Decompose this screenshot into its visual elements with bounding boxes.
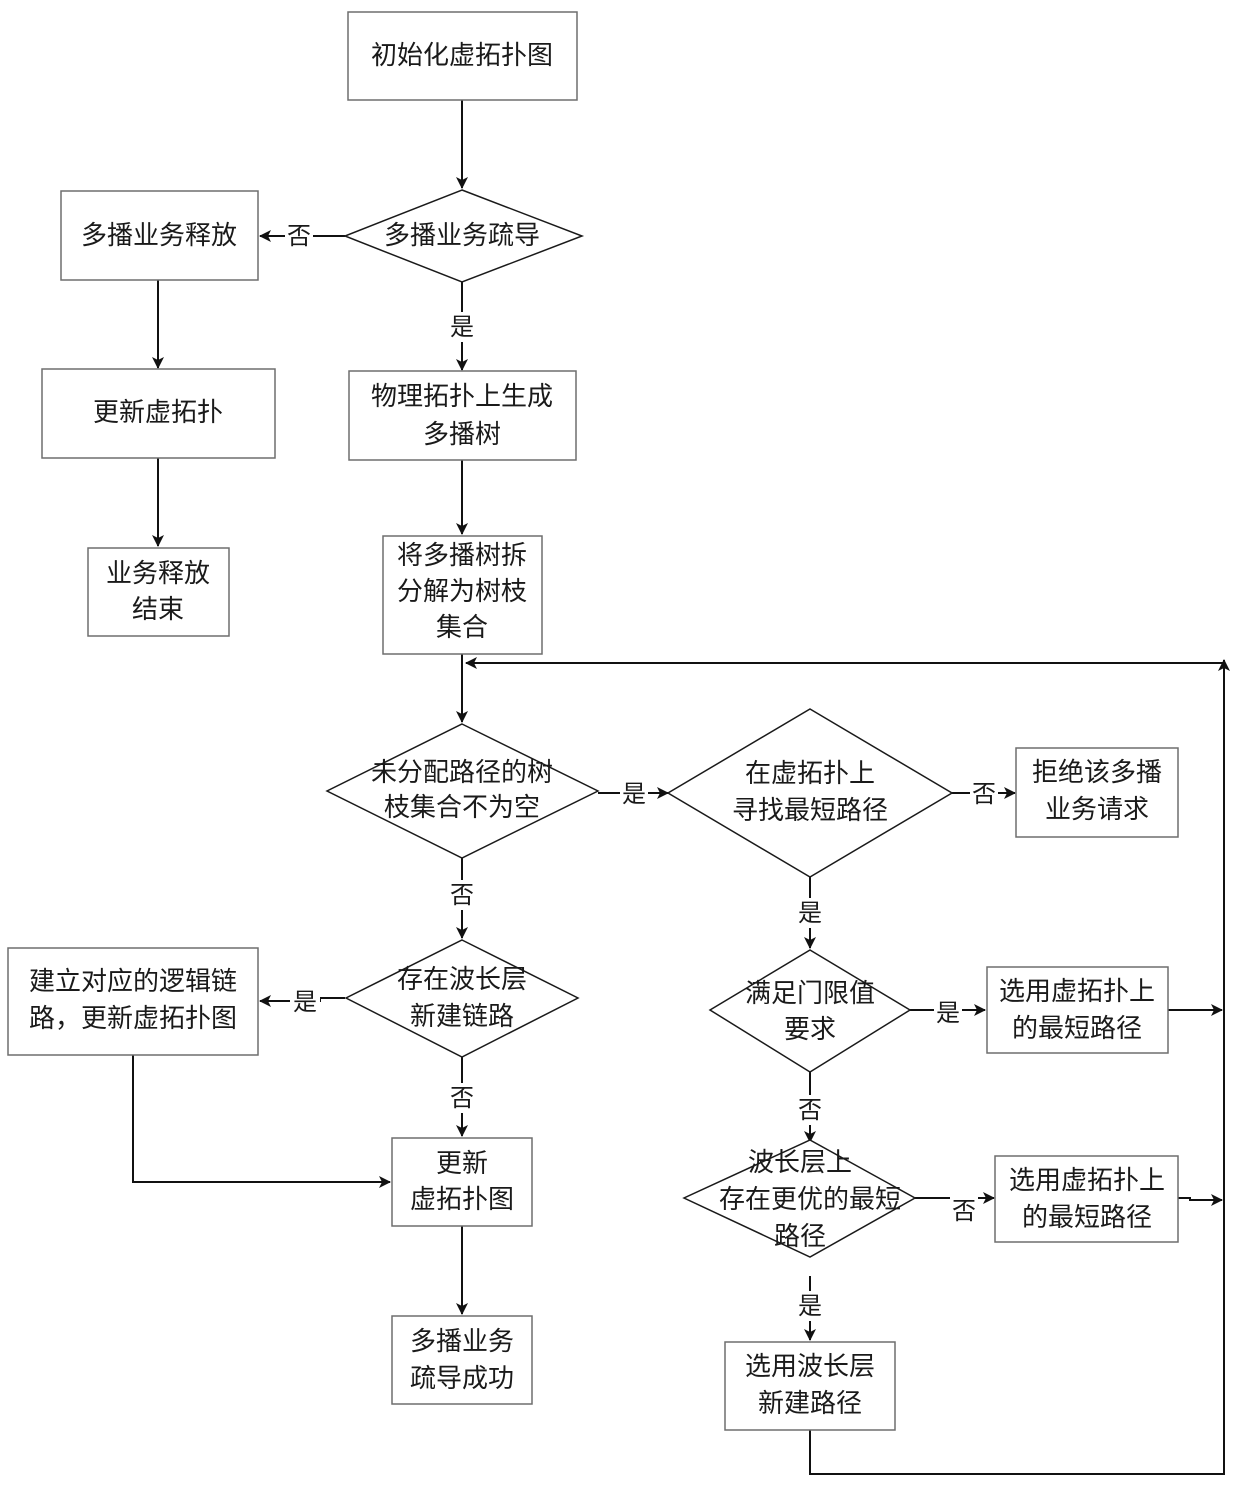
node-release: 多播业务释放 bbox=[60, 190, 259, 281]
node-use-wl-path: 选用波长层 新建路径 bbox=[724, 1341, 896, 1431]
label-yes: 是 bbox=[622, 780, 646, 808]
label-yes: 是 bbox=[450, 313, 474, 341]
node-text: 业务释放 bbox=[106, 559, 210, 589]
node-release-end: 业务释放 结束 bbox=[87, 547, 230, 637]
node-update-vt: 更新虚拓扑 bbox=[41, 368, 276, 459]
label-no: 否 bbox=[287, 222, 311, 250]
label-yes: 是 bbox=[293, 988, 317, 1016]
node-text: 选用虚拓扑上 bbox=[999, 977, 1155, 1007]
node-text: 初始化虚拓扑图 bbox=[371, 41, 553, 71]
node-text: 路，更新虚拓扑图 bbox=[29, 1004, 237, 1034]
edge-loop-return-up bbox=[809, 659, 1230, 1475]
node-text: 疏导成功 bbox=[410, 1364, 514, 1394]
node-text: 更新虚拓扑 bbox=[93, 398, 223, 428]
edge-labels: 否 是 是 否 否 是 否 是 是 否 否 是 bbox=[285, 222, 998, 1321]
decision-wl-better: 波长层上 存在更优的最短 路径 bbox=[682, 1139, 917, 1258]
label-yes: 是 bbox=[798, 1292, 822, 1320]
node-text: 多播业务释放 bbox=[81, 221, 237, 251]
node-text: 满足门限值 bbox=[745, 979, 875, 1009]
node-decompose: 将多播树拆 分解为树枝 集合 bbox=[382, 535, 543, 655]
node-text: 的最短路径 bbox=[1022, 1203, 1152, 1233]
node-text: 业务请求 bbox=[1045, 795, 1149, 825]
node-text: 建立对应的逻辑链 bbox=[29, 967, 237, 997]
node-text: 多播业务疏导 bbox=[384, 221, 540, 251]
node-text: 存在波长层 bbox=[397, 965, 527, 995]
node-text: 更新 bbox=[436, 1149, 488, 1179]
node-text: 路径 bbox=[774, 1222, 826, 1252]
label-yes: 是 bbox=[798, 899, 822, 927]
node-text: 将多播树拆 bbox=[397, 541, 527, 571]
node-text: 波长层上 bbox=[748, 1148, 852, 1178]
node-text: 寻找最短路径 bbox=[732, 796, 888, 826]
node-use-vt-path-1: 选用虚拓扑上 的最短路径 bbox=[986, 966, 1169, 1054]
node-update-vt-graph: 更新 虚拓扑图 bbox=[391, 1137, 533, 1227]
node-text: 的最短路径 bbox=[1012, 1014, 1142, 1044]
node-text: 新建链路 bbox=[410, 1002, 514, 1032]
node-text: 结束 bbox=[132, 595, 184, 625]
node-text: 多播业务 bbox=[410, 1327, 514, 1357]
label-no: 否 bbox=[798, 1096, 822, 1124]
node-text: 物理拓扑上生成 bbox=[371, 382, 553, 412]
label-no: 否 bbox=[450, 1084, 474, 1112]
label-yes: 是 bbox=[936, 999, 960, 1027]
node-text: 未分配路径的树 bbox=[371, 758, 553, 788]
node-text: 多播树 bbox=[423, 420, 501, 450]
decision-threshold: 满足门限值 要求 bbox=[708, 949, 912, 1073]
node-text: 要求 bbox=[784, 1015, 836, 1045]
node-text: 虚拓扑图 bbox=[410, 1185, 514, 1215]
label-no: 否 bbox=[450, 881, 474, 909]
node-text: 枝集合不为空 bbox=[384, 793, 540, 823]
connectors bbox=[132, 100, 1230, 1475]
node-text: 拒绝该多播 bbox=[1032, 758, 1162, 788]
decision-groom: 多播业务疏导 bbox=[342, 189, 585, 283]
node-text: 选用虚拓扑上 bbox=[1009, 1166, 1165, 1196]
node-reject: 拒绝该多播 业务请求 bbox=[1015, 747, 1179, 838]
node-text: 集合 bbox=[436, 613, 488, 643]
node-build-logical: 建立对应的逻辑链 路，更新虚拓扑图 bbox=[7, 947, 259, 1056]
node-text: 在虚拓扑上 bbox=[745, 759, 875, 789]
label-no: 否 bbox=[972, 780, 996, 808]
node-text: 存在更优的最短 bbox=[719, 1185, 901, 1215]
edge-build-to-update bbox=[132, 1055, 391, 1188]
node-success: 多播业务 疏导成功 bbox=[391, 1315, 533, 1405]
decision-wl-new-link: 存在波长层 新建链路 bbox=[344, 939, 580, 1058]
node-init: 初始化虚拓扑图 bbox=[347, 11, 578, 101]
label-no: 否 bbox=[952, 1197, 976, 1225]
node-text: 新建路径 bbox=[758, 1389, 862, 1419]
edge-usevt2-to-loop bbox=[1178, 1194, 1223, 1206]
decision-branches-nonempty: 未分配路径的树 枝集合不为空 bbox=[325, 723, 600, 859]
node-text: 选用波长层 bbox=[745, 1352, 875, 1382]
node-gen-tree: 物理拓扑上生成 多播树 bbox=[348, 370, 577, 461]
decision-find-shortest: 在虚拓扑上 寻找最短路径 bbox=[666, 708, 954, 878]
node-use-vt-path-2: 选用虚拓扑上 的最短路径 bbox=[994, 1155, 1179, 1243]
node-text: 分解为树枝 bbox=[397, 577, 527, 607]
